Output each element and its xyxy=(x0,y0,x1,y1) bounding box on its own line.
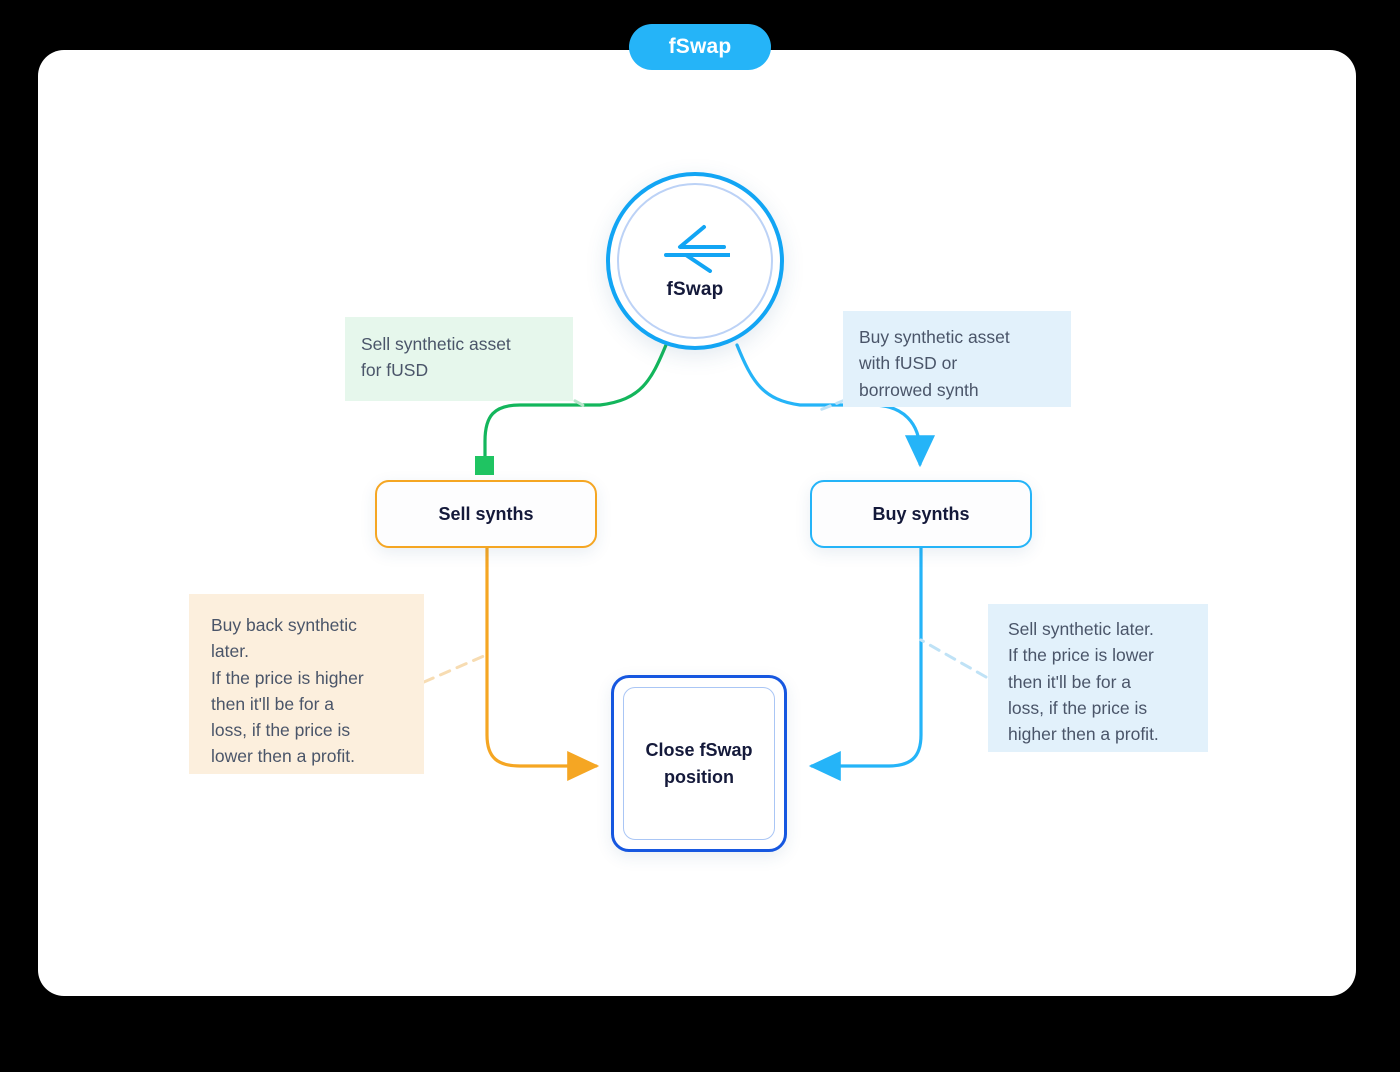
note-sell-synthetic-later: Sell synthetic later. If the price is lo… xyxy=(988,604,1208,752)
node-close-inner-frame: Close fSwap position xyxy=(623,687,775,840)
node-close-label: Close fSwap position xyxy=(645,740,753,787)
note-buy-synthetic-asset: Buy synthetic asset with fUSD or borrowe… xyxy=(843,311,1071,407)
green-square-marker xyxy=(475,456,494,475)
hub-node-fswap[interactable]: fSwap xyxy=(606,172,784,350)
page-title-badge: fSwap xyxy=(629,24,771,70)
node-buy-synths-label: Buy synths xyxy=(872,503,970,524)
hub-label: fSwap xyxy=(666,279,724,300)
node-sell-synths-label: Sell synths xyxy=(438,503,534,524)
note-sell-synthetic-asset: Sell synthetic asset for fUSD xyxy=(345,317,573,401)
node-close-fswap-position[interactable]: Close fSwap position xyxy=(611,675,787,852)
node-sell-synths[interactable]: Sell synths xyxy=(375,480,597,548)
node-buy-synths[interactable]: Buy synths xyxy=(810,480,1032,548)
note-buy-back-synthetic: Buy back synthetic later. If the price i… xyxy=(189,594,424,774)
swap-arrows-icon xyxy=(664,225,730,273)
hub-inner-ring: fSwap xyxy=(617,183,773,339)
